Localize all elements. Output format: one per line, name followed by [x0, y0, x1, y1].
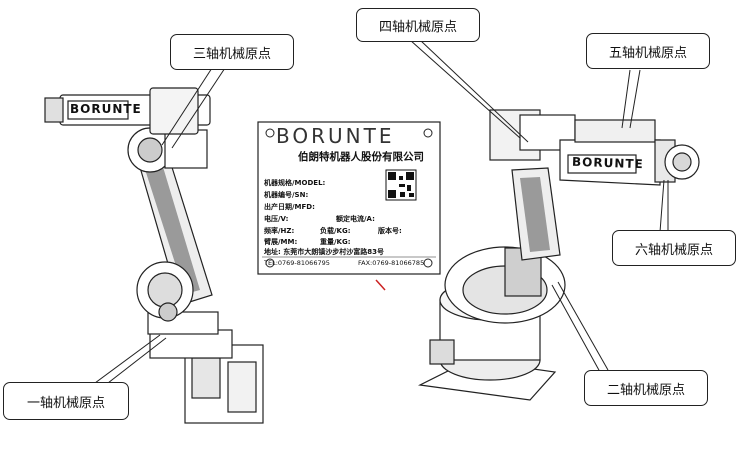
nameplate-tel: TEL:0769-81066795 [264, 259, 330, 267]
callout-axis5-origin: 五轴机械原点 [586, 33, 710, 69]
nameplate-serial: 机器编号/SN: [264, 191, 309, 199]
left-robot-axis2-hub [147, 272, 183, 308]
nameplate-fax: FAX:0769-81066785 [358, 259, 425, 267]
nameplate-frequency: 频率/HZ: [264, 227, 295, 235]
left-robot-end-flange [44, 97, 64, 123]
nameplate-model: 机器规格/MODEL: [264, 179, 326, 187]
nameplate-version: 版本号: [378, 227, 402, 235]
right-robot-forearm-top [574, 119, 656, 143]
nameplate-weight: 重量/KG: [320, 238, 351, 246]
left-robot-wrist-housing [149, 87, 199, 135]
callout-axis1-origin: 一轴机械原点 [3, 382, 129, 420]
right-robot-end-flange-center [672, 152, 692, 172]
right-robot [417, 109, 700, 401]
left-robot-pedestal [149, 329, 233, 359]
left-robot-logo-badge [67, 100, 129, 120]
right-robot-logo-badge [567, 154, 637, 174]
left-robot-axis3-motor [164, 129, 208, 169]
nameplate-reach: 臂展/MM: [264, 238, 298, 246]
left-robot-brand-logo: BORUNTE [70, 102, 142, 116]
red-accent-mark [375, 279, 386, 291]
left-robot-lower-arm-shade [142, 157, 200, 294]
left-robot-base-connector [227, 361, 257, 413]
left-robot-base-panel [191, 357, 221, 399]
callout-axis3-origin: 三轴机械原点 [170, 34, 294, 70]
nameplate-screw-br [423, 258, 433, 268]
nameplate-mfd: 出产日期/MFD: [264, 203, 315, 211]
nameplate-screw-tl [265, 128, 275, 138]
right-robot-lower-arm-shade [520, 177, 550, 252]
nameplate-voltage: 电压/V: [264, 215, 289, 223]
callout-axis2-origin: 二轴机械原点 [584, 370, 708, 406]
nameplate-logo: BORUNTE [276, 124, 395, 148]
callout-axis6-origin: 六轴机械原点 [612, 230, 736, 266]
nameplate-graphic [257, 121, 441, 275]
left-robot [44, 87, 264, 424]
right-robot-brand-logo: BORUNTE [571, 154, 644, 172]
callout-axis4-origin: 四轴机械原点 [356, 8, 480, 42]
nameplate-screw-tr [423, 128, 433, 138]
nameplate-rated-current: 额定电流/A: [336, 215, 375, 223]
nameplate-company: 伯朗特机器人股份有限公司 [298, 151, 424, 163]
nameplate-load: 负载/KG: [320, 227, 351, 235]
nameplate-screw-bl [265, 258, 275, 268]
leader-lines [94, 39, 669, 384]
right-robot-base-connector [429, 339, 455, 365]
left-robot-axis1-marker [158, 302, 178, 322]
nameplate-address: 地址: 东莞市大朗镇沙步村沙富路83号 [264, 248, 384, 256]
left-robot-axis3-hub [137, 137, 163, 163]
nameplate-qr-code [385, 169, 417, 201]
